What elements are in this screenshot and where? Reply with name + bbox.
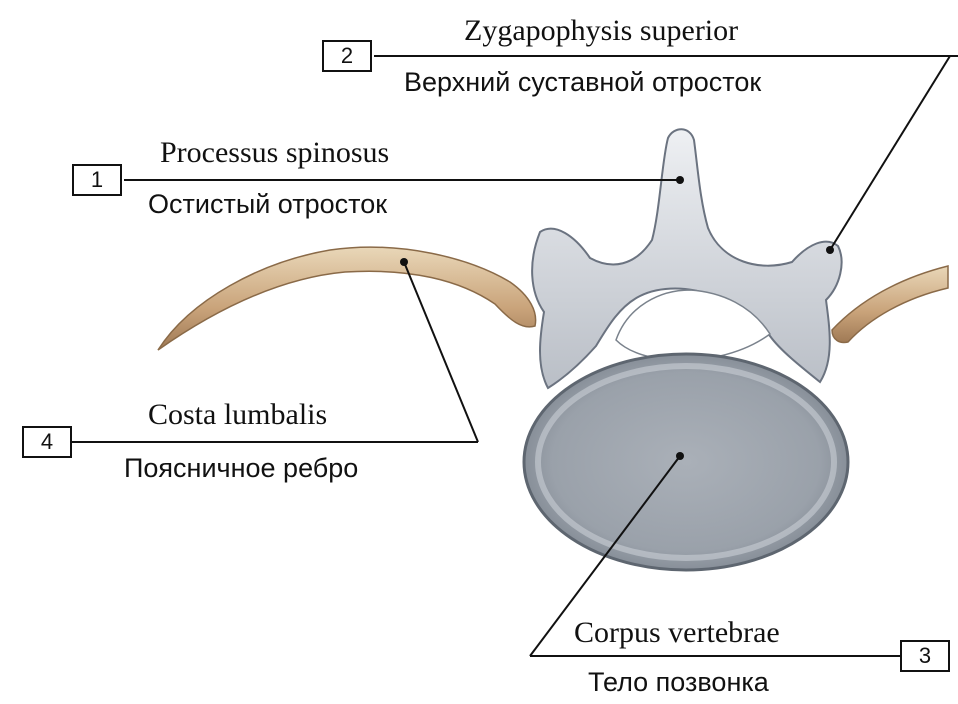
label-4-latin: Costa lumbalis	[148, 398, 327, 432]
label-3-latin: Corpus vertebrae	[574, 616, 780, 650]
label-1-latin: Processus spinosus	[160, 136, 389, 170]
label-3-russian: Тело позвонка	[588, 666, 769, 698]
label-1-number: 1	[72, 164, 122, 196]
left-rib	[158, 247, 536, 350]
label-2-russian: Верхний суставной отросток	[404, 66, 761, 98]
label-2-number: 2	[322, 40, 372, 72]
label-3-number: 3	[900, 640, 950, 672]
vertebral-body	[524, 354, 848, 570]
right-rib	[832, 266, 948, 343]
label-4-number: 4	[22, 426, 72, 458]
label-1-russian: Остистый отросток	[148, 188, 387, 220]
label-4-russian: Поясничное ребро	[124, 452, 358, 484]
label-2-latin: Zygapophysis superior	[464, 14, 738, 48]
